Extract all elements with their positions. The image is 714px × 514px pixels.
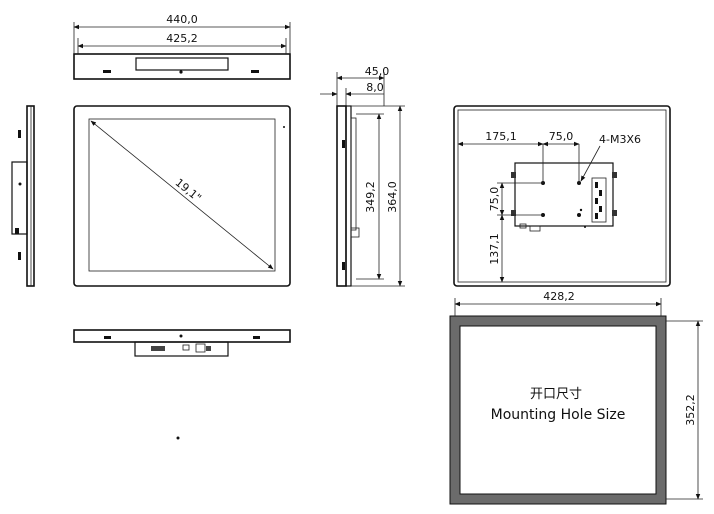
depth-label: 45,0 <box>365 65 390 78</box>
top-view-body <box>73 53 291 80</box>
left-side-bracket <box>11 161 28 235</box>
left-side-body <box>26 105 35 287</box>
inner-height-label: 349,2 <box>364 181 377 213</box>
display-area <box>88 118 276 272</box>
bezel-label: 8,0 <box>366 81 384 94</box>
top-view-bracket <box>135 57 229 71</box>
mounting-cutout: 428,2 352,2 开口尺寸 Mounting Hole Size <box>449 290 703 505</box>
overall-height-label: 364,0 <box>386 181 399 213</box>
inner-width-label: 425,2 <box>166 32 198 45</box>
cutout-label-cn: 开口尺寸 <box>530 387 582 402</box>
right-side-bezel <box>336 105 347 287</box>
bottom-view-bracket <box>134 341 229 357</box>
offset-y-label: 137,1 <box>488 233 501 265</box>
offset-x-label: 175,1 <box>485 130 517 143</box>
right-side-view: 45,0 8,0 349,2 364,0 <box>320 65 405 287</box>
diagonal-dimension <box>90 120 274 270</box>
bottom-view <box>73 329 291 440</box>
screw-label: 4-M3X6 <box>599 133 641 146</box>
top-view: 440,0 425,2 <box>73 13 291 80</box>
overall-width-label: 440,0 <box>166 13 198 26</box>
front-bezel <box>73 105 291 287</box>
cutout-frame <box>449 315 667 505</box>
front-view: 19,1" <box>73 105 291 287</box>
cutout-label-en: Mounting Hole Size <box>491 407 626 423</box>
left-side-view <box>11 105 35 287</box>
cutout-height-label: 352,2 <box>684 394 697 426</box>
screw-leader <box>580 145 601 182</box>
vesa-x-label: 75,0 <box>549 130 574 143</box>
vesa-y-label: 75,0 <box>488 187 501 212</box>
back-view: 175,1 75,0 4-M3X6 75,0 137,1 <box>453 105 671 287</box>
cutout-width-label: 428,2 <box>543 290 575 303</box>
rear-mount-box <box>514 162 614 227</box>
back-view-outline <box>453 105 671 287</box>
